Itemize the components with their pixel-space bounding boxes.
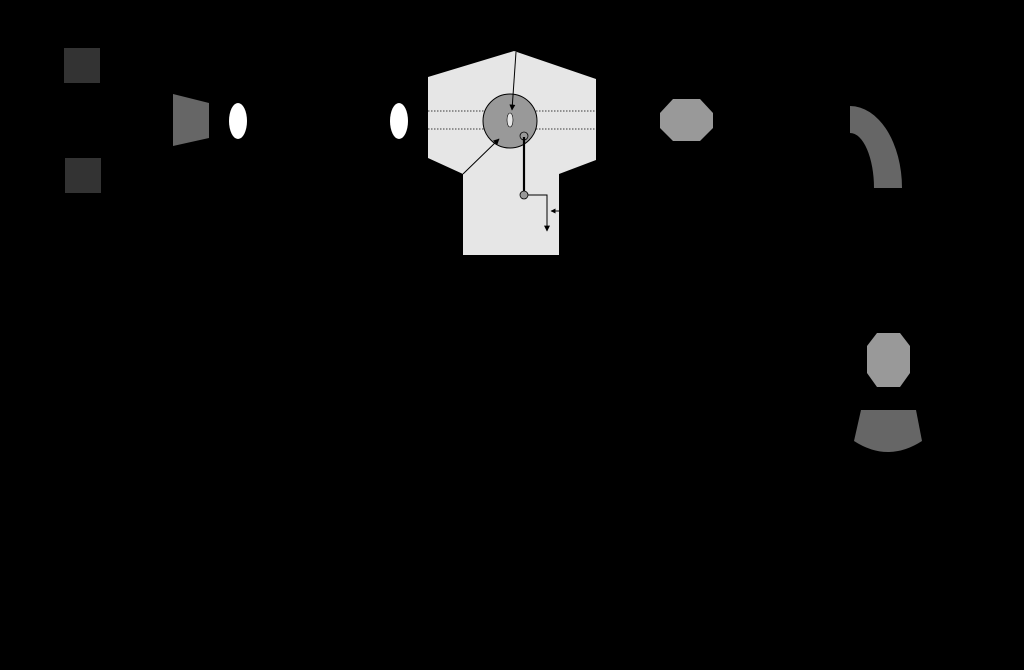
central-chamber [428, 51, 596, 255]
curved-arc-component [850, 106, 902, 188]
fan-shaped-component [854, 410, 922, 452]
rod-bottom-joint [519, 190, 529, 200]
trapezoid-component [173, 94, 209, 146]
top-pointer-arrow [509, 51, 517, 111]
chamber-body [428, 51, 596, 255]
rod-top-joint [519, 131, 529, 141]
output-path-arrow [528, 194, 550, 232]
octagonal-component-lower [867, 333, 910, 387]
diagonal-pointer-arrow [462, 138, 500, 175]
target-inner-lens [506, 112, 514, 128]
upper-left-block [64, 48, 100, 83]
first-lens [229, 103, 247, 139]
octagonal-component-upper [660, 99, 713, 141]
second-lens [390, 103, 408, 139]
lower-left-block [65, 158, 101, 193]
